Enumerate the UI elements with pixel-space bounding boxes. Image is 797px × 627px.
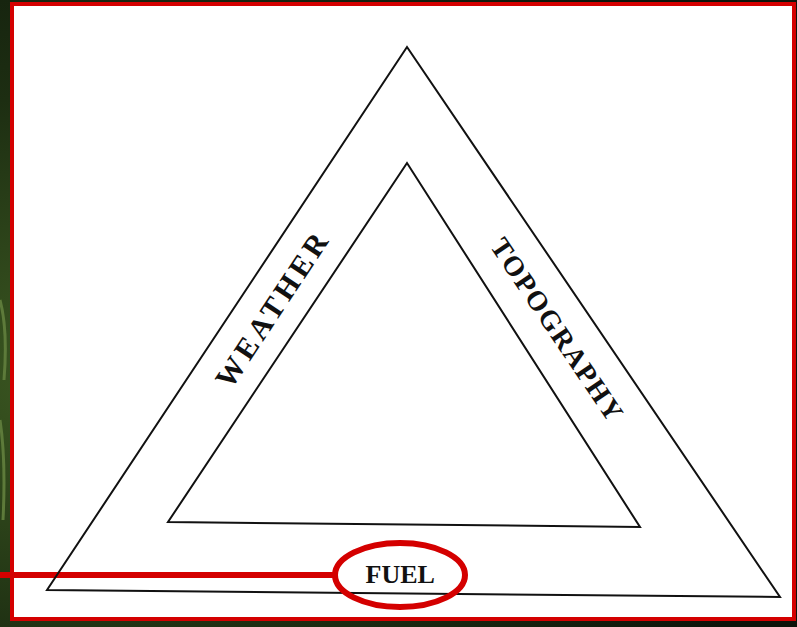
triangle-band: WEATHER TOPOGRAPHY FUEL: [47, 47, 780, 597]
leader-line: [0, 572, 334, 578]
highlight-ellipse: FUEL: [332, 540, 468, 610]
band-label: FUEL: [366, 561, 435, 590]
side-label: WEATHER: [208, 223, 336, 393]
shape-outline: [47, 47, 780, 597]
side-label: TOPOGRAPHY: [483, 232, 629, 428]
